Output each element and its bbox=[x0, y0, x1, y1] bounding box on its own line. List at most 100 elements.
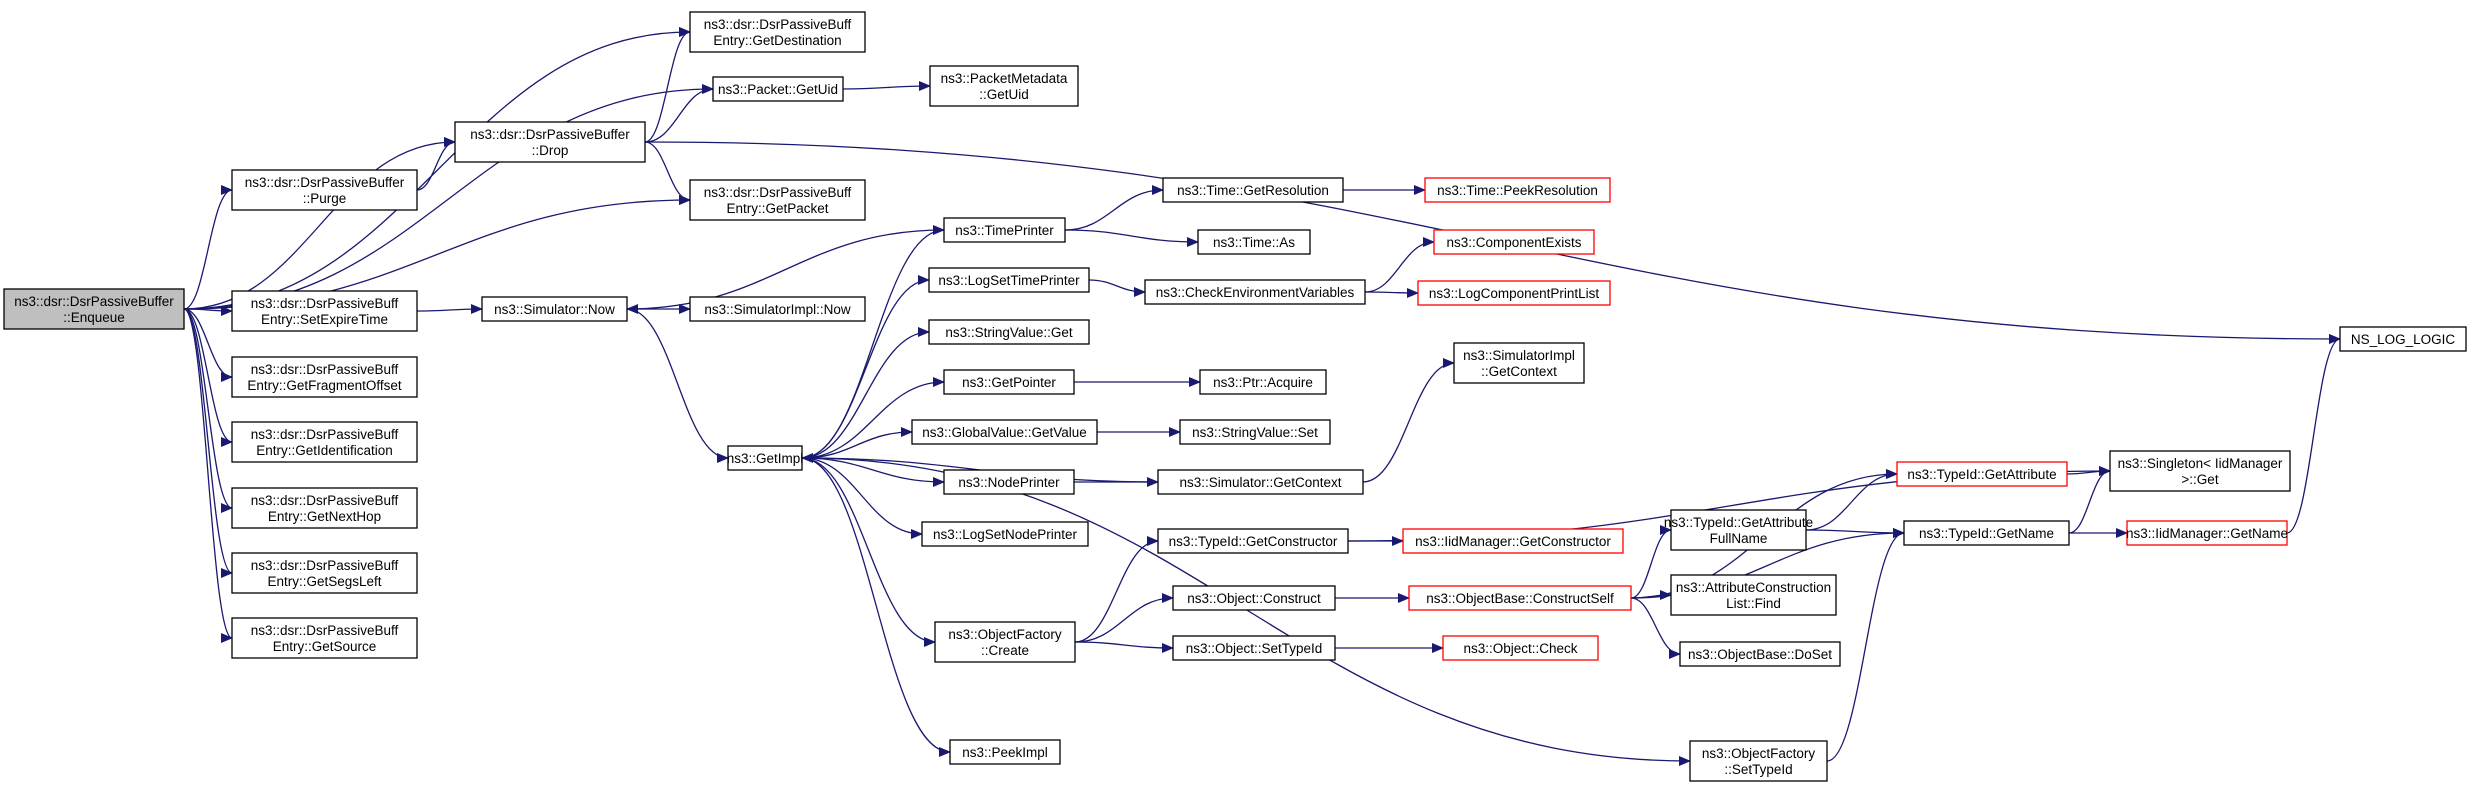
node-label: ns3::dsr::DsrPassiveBuff bbox=[251, 558, 399, 573]
node-logsettime[interactable]: ns3::LogSetTimePrinter bbox=[928, 267, 1090, 293]
node-objbase_constructself[interactable]: ns3::ObjectBase::ConstructSelf bbox=[1408, 585, 1632, 611]
node-label: ns3::dsr::DsrPassiveBuffer bbox=[245, 175, 405, 190]
node-box bbox=[1197, 229, 1311, 255]
node-label: ns3::StringValue::Get bbox=[945, 325, 1073, 340]
node-setexpire[interactable]: ns3::dsr::DsrPassiveBuffEntry::SetExpire… bbox=[231, 290, 418, 332]
node-objfactory_create[interactable]: ns3::ObjectFactory::Create bbox=[934, 621, 1076, 663]
edge-enqueue-to-setexpire bbox=[183, 305, 233, 316]
edge-objbase_constructself-to-typeid_getattrfull bbox=[1630, 525, 1672, 599]
node-label: Entry::GetSource bbox=[273, 639, 377, 654]
edge-objfactory_create-to-obj_construct bbox=[1074, 593, 1174, 643]
node-label: Entry::GetPacket bbox=[726, 201, 828, 216]
node-getnexthop[interactable]: ns3::dsr::DsrPassiveBuffEntry::GetNextHo… bbox=[231, 487, 418, 529]
node-time_getres[interactable]: ns3::Time::GetResolution bbox=[1162, 177, 1344, 203]
node-typeid_getname[interactable]: ns3::TypeId::GetName bbox=[1903, 520, 2070, 546]
node-timeprinter[interactable]: ns3::TimePrinter bbox=[943, 217, 1066, 243]
node-label: ns3::dsr::DsrPassiveBuff bbox=[251, 427, 399, 442]
node-simimpl_getctx[interactable]: ns3::SimulatorImpl::GetContext bbox=[1453, 342, 1585, 384]
node-getident[interactable]: ns3::dsr::DsrPassiveBuffEntry::GetIdenti… bbox=[231, 421, 418, 463]
node-label: Entry::GetFragmentOffset bbox=[247, 378, 402, 393]
node-ptr_acquire[interactable]: ns3::Ptr::Acquire bbox=[1199, 369, 1327, 395]
node-objbase_doset[interactable]: ns3::ObjectBase::DoSet bbox=[1679, 641, 1841, 667]
node-objfactory_settypeid[interactable]: ns3::ObjectFactory::SetTypeId bbox=[1689, 740, 1828, 782]
node-box bbox=[1442, 635, 1599, 661]
node-box bbox=[2126, 520, 2288, 546]
node-iidmgr_getname[interactable]: ns3::IidManager::GetName bbox=[2126, 520, 2288, 546]
edge-getimpl-to-stringvalue_get bbox=[801, 327, 930, 459]
node-getdest[interactable]: ns3::dsr::DsrPassiveBuffEntry::GetDestin… bbox=[689, 11, 866, 53]
node-label: NS_LOG_LOGIC bbox=[2351, 332, 2456, 347]
node-box bbox=[1199, 369, 1327, 395]
node-obj_settypeid[interactable]: ns3::Object::SetTypeId bbox=[1172, 635, 1336, 661]
node-time_as[interactable]: ns3::Time::As bbox=[1197, 229, 1311, 255]
node-singleton_get[interactable]: ns3::Singleton< IidManager>::Get bbox=[2109, 450, 2291, 492]
node-label: ns3::dsr::DsrPassiveBuff bbox=[251, 362, 399, 377]
node-box bbox=[712, 76, 844, 102]
node-purge[interactable]: ns3::dsr::DsrPassiveBuffer::Purge bbox=[231, 169, 418, 211]
node-getsegs[interactable]: ns3::dsr::DsrPassiveBuffEntry::GetSegsLe… bbox=[231, 552, 418, 594]
node-time_peekres[interactable]: ns3::Time::PeekResolution bbox=[1424, 177, 1611, 203]
node-ns_log_logic[interactable]: NS_LOG_LOGIC bbox=[2339, 326, 2467, 352]
node-box bbox=[1689, 740, 1828, 782]
node-stringvalue_set[interactable]: ns3::StringValue::Set bbox=[1179, 419, 1331, 445]
node-globalvalue[interactable]: ns3::GlobalValue::GetValue bbox=[911, 419, 1098, 445]
node-sim_getctx[interactable]: ns3::Simulator::GetContext bbox=[1157, 469, 1364, 495]
node-label: ns3::LogSetNodePrinter bbox=[933, 527, 1078, 542]
node-getpointer[interactable]: ns3::GetPointer bbox=[943, 369, 1075, 395]
node-simimpl_now[interactable]: ns3::SimulatorImpl::Now bbox=[689, 296, 866, 322]
node-label: ns3::Object::SetTypeId bbox=[1186, 641, 1323, 656]
node-box bbox=[231, 487, 418, 529]
node-nodeprinter[interactable]: ns3::NodePrinter bbox=[943, 469, 1075, 495]
node-box bbox=[231, 356, 418, 398]
edge-enqueue-to-getident bbox=[183, 308, 233, 447]
edge-drop-to-getdest bbox=[644, 27, 691, 143]
node-label: Entry::SetExpireTime bbox=[261, 312, 388, 327]
node-box bbox=[1172, 635, 1336, 661]
node-obj_construct[interactable]: ns3::Object::Construct bbox=[1172, 585, 1336, 611]
node-drop[interactable]: ns3::dsr::DsrPassiveBuffer::Drop bbox=[454, 121, 646, 163]
node-label: ns3::Ptr::Acquire bbox=[1213, 375, 1313, 390]
node-stringvalue_get[interactable]: ns3::StringValue::Get bbox=[928, 319, 1090, 345]
node-box bbox=[231, 617, 418, 659]
node-label: ns3::AttributeConstruction bbox=[1676, 580, 1831, 595]
node-label: ns3::TypeId::GetAttribute bbox=[1907, 467, 2056, 482]
node-label: FullName bbox=[1710, 531, 1768, 546]
node-iidmgr_getctor[interactable]: ns3::IidManager::GetConstructor bbox=[1402, 528, 1624, 554]
node-label: ns3::LogComponentPrintList bbox=[1429, 286, 1600, 301]
node-box bbox=[1670, 574, 1837, 616]
node-label: ns3::Object::Check bbox=[1463, 641, 1577, 656]
edge-getimpl-to-logsettime bbox=[801, 275, 930, 459]
node-box bbox=[1179, 419, 1331, 445]
node-label: ::Create bbox=[981, 643, 1029, 658]
node-getimpl[interactable]: ns3::GetImpl bbox=[727, 445, 804, 471]
node-label: ns3::Simulator::GetContext bbox=[1179, 475, 1341, 490]
node-compexists[interactable]: ns3::ComponentExists bbox=[1433, 229, 1595, 255]
node-logcompprint[interactable]: ns3::LogComponentPrintList bbox=[1417, 280, 1611, 306]
node-meta_getuid[interactable]: ns3::PacketMetadata::GetUid bbox=[929, 65, 1079, 107]
node-box bbox=[1162, 177, 1344, 203]
node-label: ::SetTypeId bbox=[1724, 762, 1792, 777]
node-pkt_getuid[interactable]: ns3::Packet::GetUid bbox=[712, 76, 844, 102]
edge-sim_now-to-getimpl bbox=[626, 308, 729, 463]
edge-logsettime-to-checkenv bbox=[1088, 279, 1146, 297]
node-box bbox=[949, 739, 1061, 765]
edge-getimpl-to-nodeprinter bbox=[801, 457, 945, 487]
node-obj_check[interactable]: ns3::Object::Check bbox=[1442, 635, 1599, 661]
node-box bbox=[1172, 585, 1336, 611]
node-typeid_getattr[interactable]: ns3::TypeId::GetAttribute bbox=[1896, 461, 2068, 487]
node-getfrag[interactable]: ns3::dsr::DsrPassiveBuffEntry::GetFragme… bbox=[231, 356, 418, 398]
node-sim_now[interactable]: ns3::Simulator::Now bbox=[481, 296, 628, 322]
node-enqueue[interactable]: ns3::dsr::DsrPassiveBuffer::Enqueue bbox=[3, 288, 185, 330]
node-label: ns3::PeekImpl bbox=[962, 745, 1048, 760]
node-checkenv[interactable]: ns3::CheckEnvironmentVariables bbox=[1144, 279, 1366, 305]
node-typeid_getctor[interactable]: ns3::TypeId::GetConstructor bbox=[1157, 528, 1349, 554]
node-box bbox=[1144, 279, 1366, 305]
node-logsetnode[interactable]: ns3::LogSetNodePrinter bbox=[921, 521, 1089, 547]
node-peekimpl[interactable]: ns3::PeekImpl bbox=[949, 739, 1061, 765]
node-box bbox=[1402, 528, 1624, 554]
edge-sim_getctx-to-simimpl_getctx bbox=[1362, 358, 1455, 483]
